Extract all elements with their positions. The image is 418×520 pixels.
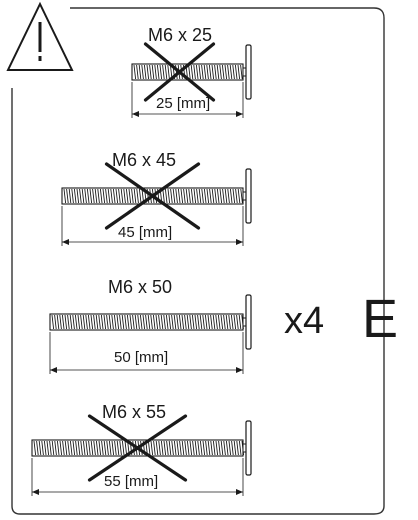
bolt-head bbox=[245, 420, 252, 476]
bolt-label-45: M6 x 45 bbox=[112, 150, 177, 170]
bolt-0 bbox=[131, 42, 252, 118]
bolt-3 bbox=[31, 414, 252, 496]
bolt-2 bbox=[49, 294, 252, 374]
bolt-label-25: M6 x 25 bbox=[148, 25, 213, 45]
bolt-label-50: M6 x 50 bbox=[108, 277, 173, 297]
rejected-cross-icon bbox=[143, 42, 216, 102]
bolt-thread bbox=[63, 188, 243, 204]
bolt-length-45: 45 [mm] bbox=[118, 224, 173, 241]
bolt-head bbox=[245, 44, 252, 100]
bolt-thread bbox=[33, 440, 245, 456]
bolt-length-55: 55 [mm] bbox=[104, 473, 159, 490]
part-letter: E bbox=[362, 289, 399, 349]
quantity-label: x4 bbox=[284, 300, 325, 342]
warning-triangle-icon bbox=[6, 1, 74, 71]
diagram-frame bbox=[11, 7, 385, 515]
bolt-length-50: 50 [mm] bbox=[114, 349, 169, 366]
rejected-cross-icon bbox=[104, 162, 201, 230]
bolt-thread bbox=[51, 314, 244, 330]
bolt-head bbox=[245, 168, 252, 224]
bolt-label-55: M6 x 55 bbox=[102, 402, 167, 422]
bolt-length-25: 25 [mm] bbox=[156, 95, 211, 112]
bolt-head bbox=[245, 294, 252, 350]
rejected-cross-icon bbox=[87, 414, 188, 482]
bolt-1 bbox=[61, 162, 252, 246]
